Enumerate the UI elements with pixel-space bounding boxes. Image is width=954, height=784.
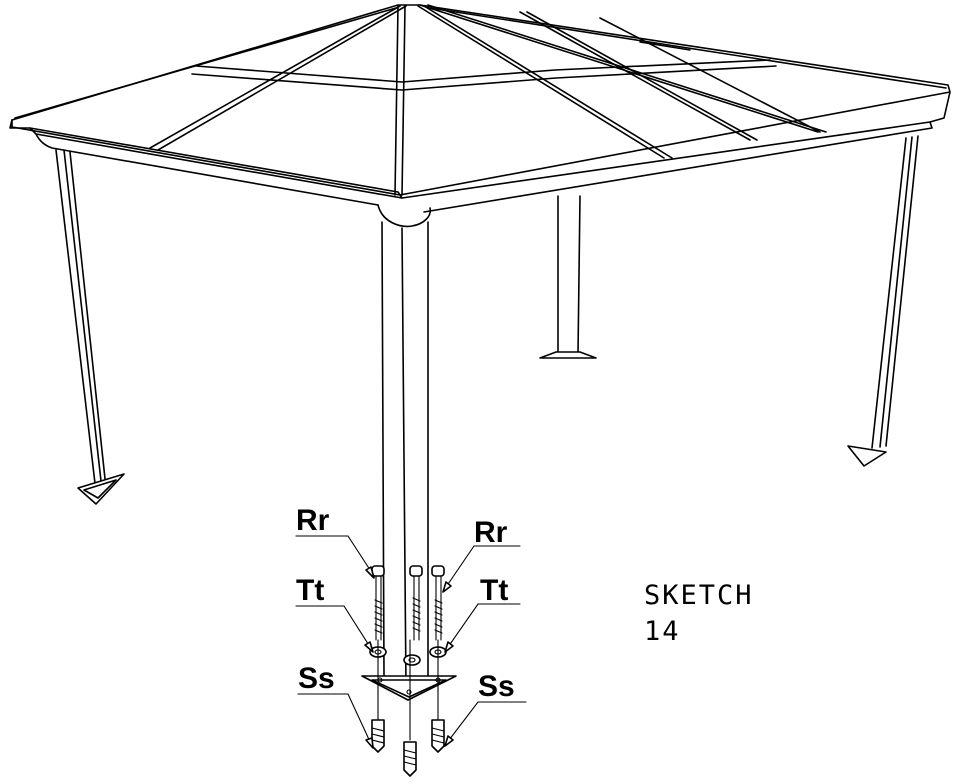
- assembly-center-lines: [377, 639, 439, 741]
- gazebo-leg-front: [381, 221, 429, 689]
- gazebo-leg-left: [55, 149, 125, 505]
- anchor-ss-left: [371, 719, 385, 753]
- anchor-ss-center: [403, 741, 417, 777]
- gazebo-leg-right: [847, 135, 919, 467]
- bolt-rr-right: [431, 565, 445, 641]
- sketch-number: 14: [644, 616, 681, 647]
- callout-rr-left: Rr: [296, 504, 330, 537]
- callout-ss-right: Ss: [478, 670, 515, 703]
- callout-tt-left: Tt: [296, 574, 324, 607]
- callout-ss-left: Ss: [298, 662, 335, 695]
- corner-base-plate: [361, 675, 457, 701]
- gazebo-leg-back: [539, 195, 597, 359]
- gazebo-roof: [9, 4, 951, 228]
- washer-tt-center: [403, 654, 421, 666]
- leader-lines: [295, 535, 527, 749]
- anchor-ss-right: [431, 719, 445, 753]
- bolt-rr-center: [409, 565, 423, 641]
- callout-tt-right: Tt: [480, 574, 508, 607]
- bolt-rr-left: [371, 565, 385, 641]
- callout-rr-right: Rr: [474, 516, 508, 549]
- sketch-title: SKETCH: [644, 580, 754, 611]
